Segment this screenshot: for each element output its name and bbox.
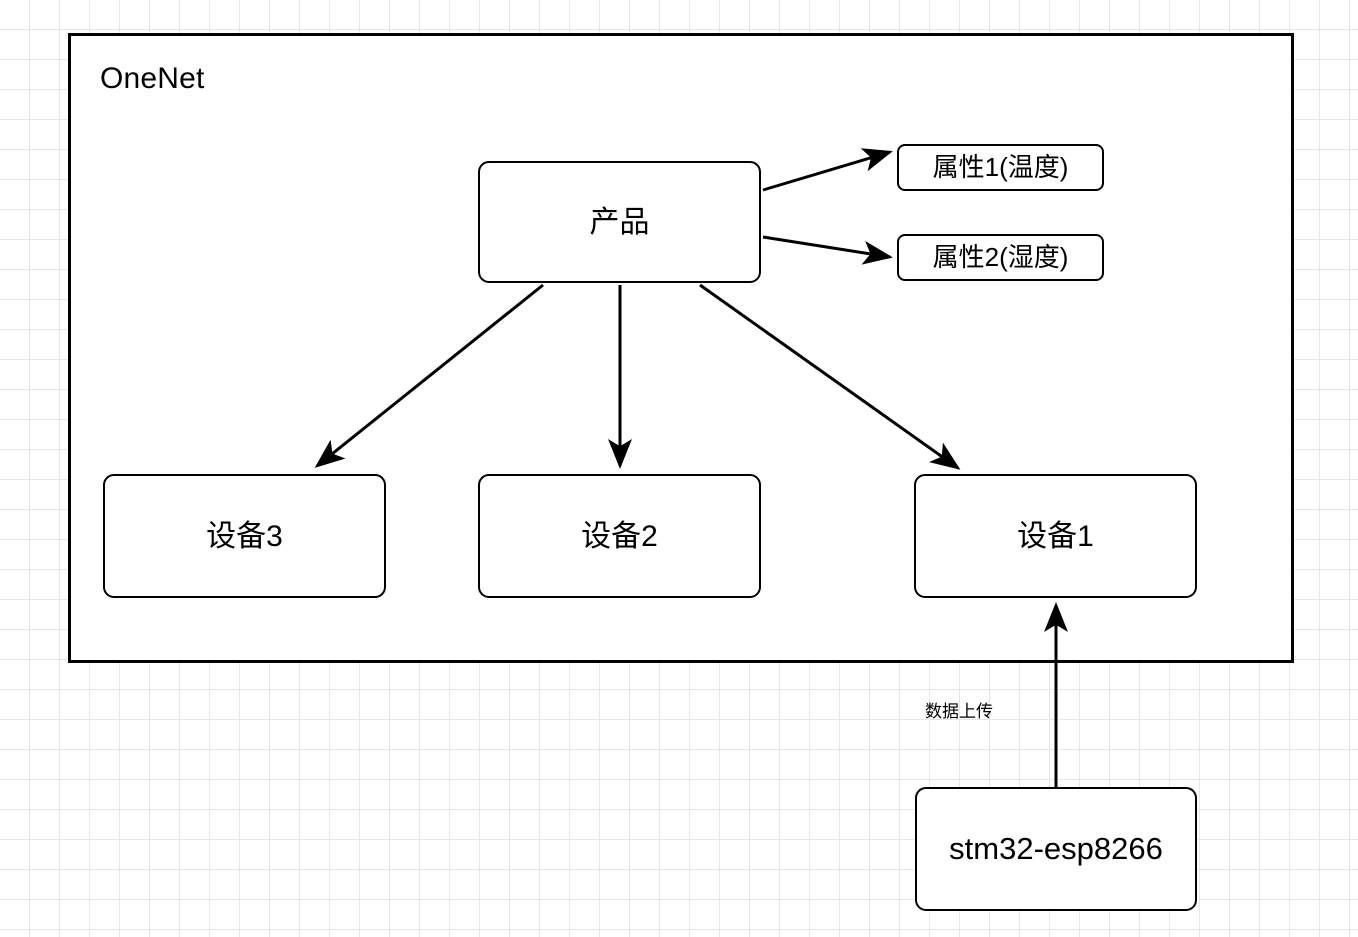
node-device-1-label: 设备1 xyxy=(1017,519,1094,553)
node-attribute-2-label: 属性2(湿度) xyxy=(932,242,1069,273)
node-product-label: 产品 xyxy=(589,205,650,239)
node-stm32-esp8266[interactable]: stm32-esp8266 xyxy=(915,787,1197,911)
node-device-3-label: 设备3 xyxy=(206,519,283,553)
edge-label-data-upload: 数据上传 xyxy=(925,702,993,721)
node-device-1[interactable]: 设备1 xyxy=(914,474,1197,598)
node-attribute-1-label: 属性1(温度) xyxy=(932,152,1069,183)
onenet-container-label: OneNet xyxy=(100,62,205,95)
node-device-3[interactable]: 设备3 xyxy=(103,474,386,598)
node-attribute-2-humidity[interactable]: 属性2(湿度) xyxy=(897,234,1104,281)
node-attribute-1-temperature[interactable]: 属性1(温度) xyxy=(897,144,1104,191)
node-device-2-label: 设备2 xyxy=(581,519,658,553)
node-stm32-esp8266-label: stm32-esp8266 xyxy=(949,830,1163,866)
node-device-2[interactable]: 设备2 xyxy=(478,474,761,598)
node-product[interactable]: 产品 xyxy=(478,161,761,283)
